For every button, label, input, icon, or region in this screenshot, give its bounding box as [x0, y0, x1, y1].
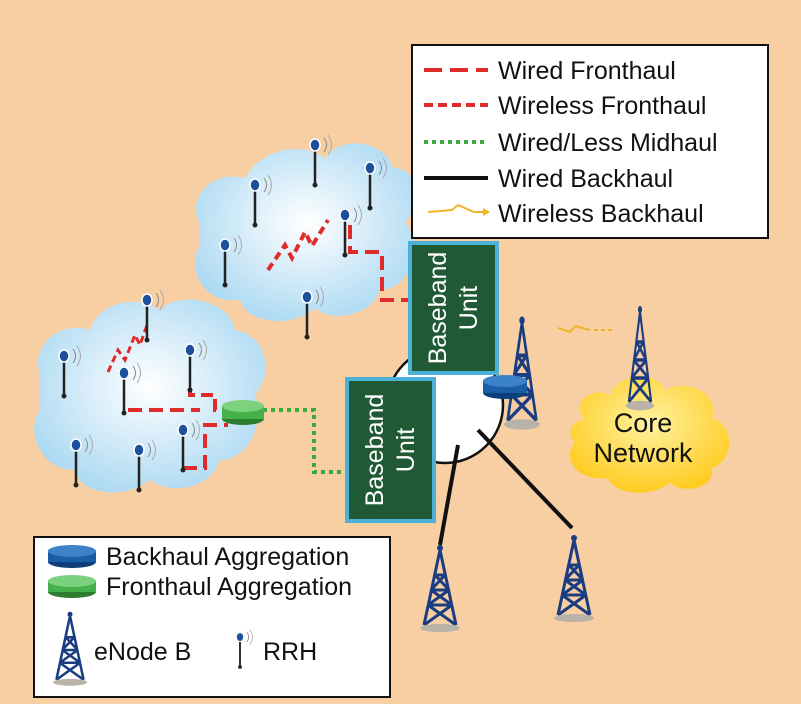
- legend-label-enodeb: eNode B: [94, 638, 191, 666]
- legend-label-backhaul-aggregation: Backhaul Aggregation: [106, 543, 349, 571]
- legend-top: Wired Fronthaul Wireless Fronthaul Wired…: [411, 44, 769, 239]
- backhaul-router-icon: [483, 375, 527, 399]
- baseband-unit-upper-line2: Unit: [455, 286, 483, 331]
- legend-label-wireless-fronthaul: Wireless Fronthaul: [498, 92, 706, 120]
- legend-wireless-backhaul-swatch: [427, 203, 490, 216]
- legend-label-wireless-backhaul: Wireless Backhaul: [498, 200, 704, 228]
- legend-fronthaul-router-icon: [48, 575, 96, 598]
- core-network-line1: Core: [614, 408, 673, 438]
- baseband-unit-lower-line1: Baseband: [361, 394, 389, 507]
- baseband-unit-lower: Baseband Unit: [345, 377, 436, 523]
- enodeb-tower-icon: [552, 533, 596, 624]
- backhaul-line-1: [438, 444, 460, 546]
- legend-label-fronthaul-aggregation: Fronthaul Aggregation: [106, 573, 352, 601]
- wired-fronthaul-lower-b: [188, 388, 228, 412]
- core-network-cloud: [569, 376, 730, 493]
- backhaul-line-2: [476, 428, 574, 530]
- legend-backhaul-router-icon: [48, 545, 96, 568]
- legend-label-wired-fronthaul: Wired Fronthaul: [498, 57, 676, 85]
- legend-label-midhaul: Wired/Less Midhaul: [498, 129, 718, 157]
- legend-bottom: Backhaul Aggregation Fronthaul Aggregati…: [33, 536, 391, 698]
- core-network-line2: Network: [593, 438, 693, 468]
- baseband-unit-upper: Baseband Unit: [408, 241, 499, 375]
- baseband-unit-lower-line2: Unit: [392, 428, 420, 473]
- enodeb-tower-icon: [418, 543, 462, 634]
- midhaul-link: [263, 408, 348, 474]
- wired-fronthaul-lower-c: [183, 423, 228, 470]
- wireless-backhaul-link: [557, 324, 591, 334]
- wireless-fronthaul-upper: [266, 218, 330, 272]
- fronthaul-router-icon: [222, 400, 264, 425]
- legend-label-rrh: RRH: [263, 638, 317, 666]
- tower-icon-hub: [502, 314, 542, 432]
- wired-fronthaul-upper: [348, 225, 412, 302]
- baseband-unit-upper-line1: Baseband: [424, 252, 452, 365]
- rrh-cloud-lower: [34, 299, 266, 493]
- legend-label-wired-backhaul: Wired Backhaul: [498, 165, 673, 193]
- wireless-fronthaul-lower: [106, 321, 150, 373]
